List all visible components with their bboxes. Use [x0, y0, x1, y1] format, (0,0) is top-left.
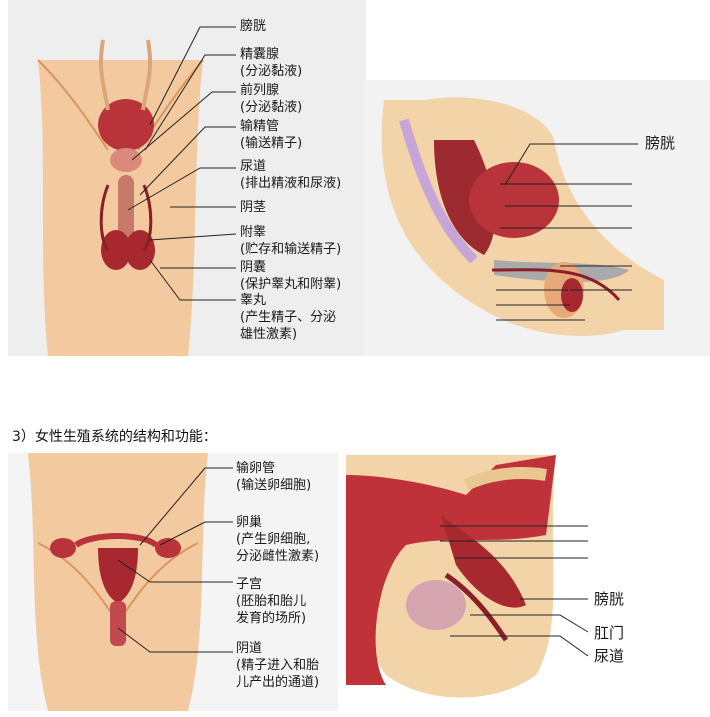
male-side-illustration	[381, 97, 664, 336]
male-front-label-epididymis: 附睾(贮存和输送精子)	[240, 225, 342, 257]
male-front-label-penis: 阴茎	[240, 200, 267, 215]
female-front-label-oviduct: 输卵管(输送卵细胞)	[236, 461, 312, 493]
female-side-label-urethra: 尿道	[594, 647, 625, 665]
female-side-panel	[346, 455, 636, 711]
female-side-illustration	[346, 455, 556, 698]
female-section-heading: 3）女性生殖系统的结构和功能：	[12, 429, 217, 445]
male-front-label-bladder: 膀胱	[240, 19, 267, 34]
male-side-label-bladder: 膀胱	[645, 134, 676, 152]
male-front-label-testis: 睾丸(产生精子、分泌雄性激素)	[240, 293, 337, 342]
female-front-label-vagina: 阴道(精子进入和胎儿产出的通道)	[236, 641, 320, 690]
male-front-label-urethra: 尿道(排出精液和尿液)	[240, 159, 342, 191]
male-side-panel	[364, 80, 710, 356]
female-front-label-uterus: 子宫(胚胎和胎儿发育的场所)	[236, 577, 307, 626]
male-front-label-seminal-vesicle: 精囊腺(分泌黏液)	[240, 47, 303, 79]
male-front-panel	[8, 0, 366, 356]
male-front-label-prostate: 前列腺(分泌黏液)	[240, 83, 303, 115]
male-front-label-scrotum: 阴囊(保护睾丸和附睾)	[240, 260, 342, 292]
female-front-label-ovary: 卵巢(产生卵细胞,分泌雌性激素)	[236, 515, 320, 564]
male-front-label-vas-deferens: 输精管(输送精子)	[240, 119, 303, 151]
female-side-label-bladder: 膀胱	[594, 590, 625, 608]
female-side-label-anus: 肛门	[594, 624, 625, 642]
male-front-illustration	[37, 39, 204, 356]
